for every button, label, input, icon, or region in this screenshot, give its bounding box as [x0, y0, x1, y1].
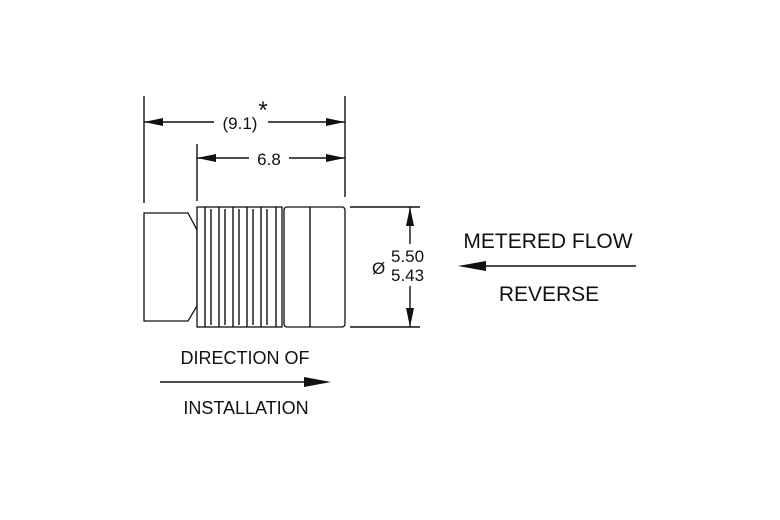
- body-length-dimension: 6.8: [197, 150, 345, 169]
- diameter-symbol: Ø: [372, 259, 385, 278]
- flow-label-line2: REVERSE: [499, 283, 599, 306]
- extension-lines: [143, 96, 420, 328]
- install-arrowhead: [304, 377, 331, 387]
- diameter-min: 5.43: [391, 266, 424, 285]
- metered-flow-callout: METERED FLOW REVERSE: [458, 230, 636, 306]
- diameter-max: 5.50: [391, 247, 424, 266]
- overall-length-note: *: [258, 97, 267, 124]
- rib-grooves: [204, 207, 277, 327]
- body-length-value: 6.8: [257, 150, 281, 169]
- diameter-dimension: Ø 5.50 5.43: [370, 207, 434, 327]
- outlet-section: [283, 206, 346, 328]
- overall-length-value: (9.1): [223, 114, 258, 133]
- flow-arrowhead: [458, 261, 486, 271]
- install-label-line1: DIRECTION OF: [181, 348, 310, 368]
- installation-direction-callout: DIRECTION OF INSTALLATION: [160, 348, 331, 418]
- part-body: [143, 206, 346, 328]
- overall-length-dimension: (9.1) *: [144, 97, 345, 133]
- install-label-line2: INSTALLATION: [183, 398, 308, 418]
- inlet-section: [143, 212, 198, 322]
- flow-label-line1: METERED FLOW: [463, 230, 632, 253]
